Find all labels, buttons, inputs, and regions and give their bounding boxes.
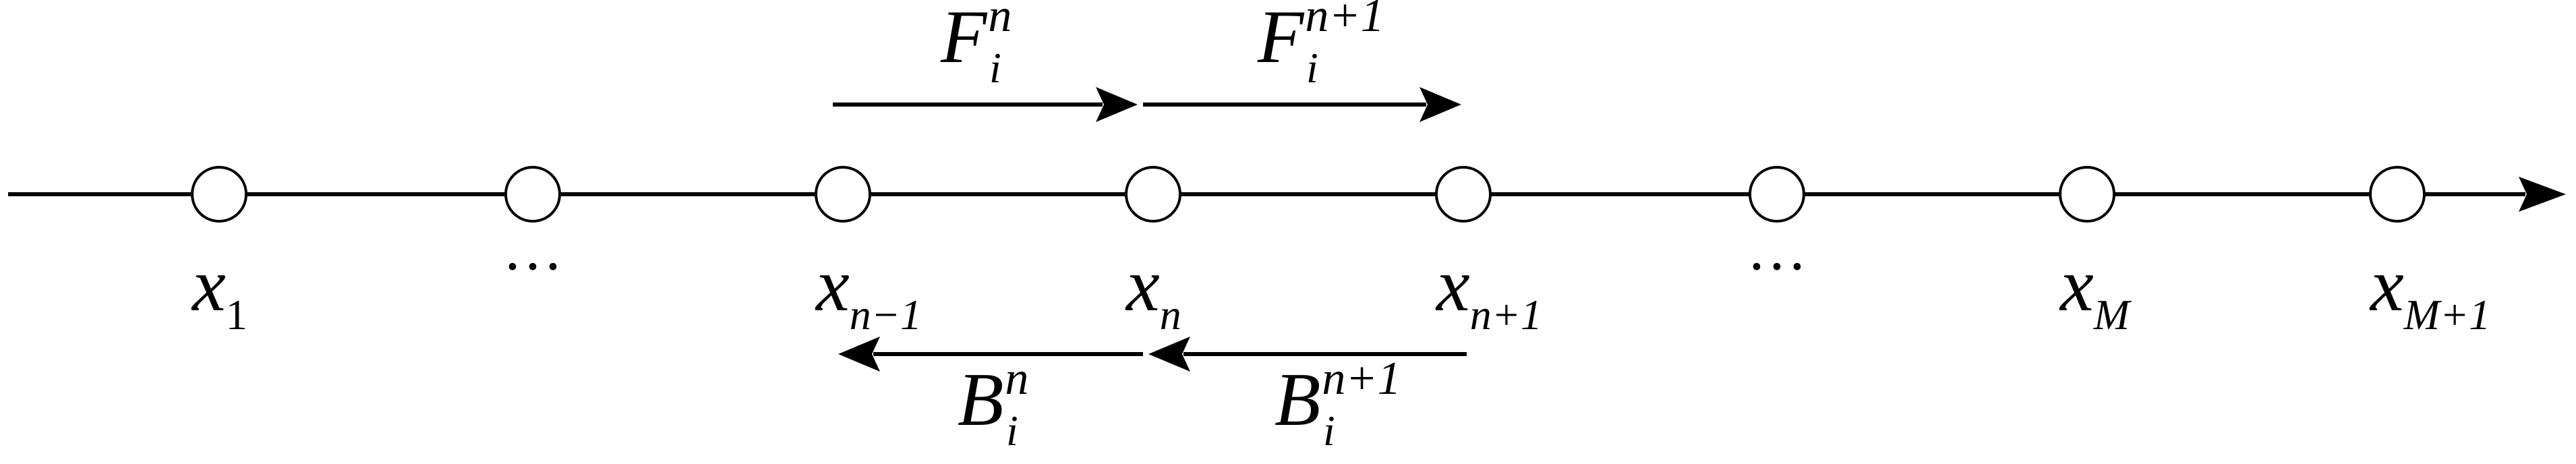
axis-arrow-icon <box>2519 177 2566 212</box>
forward-flux-2-label-subscript: i <box>1306 44 1318 92</box>
node-label-8: xM+1 <box>2369 243 2490 339</box>
node-label-5: xn+1 <box>1435 243 1542 339</box>
forward-flux-2-label-superscript: n+1 <box>1305 0 1384 42</box>
grid-node-5 <box>1435 166 1492 223</box>
node-label-4: xn <box>1125 243 1181 339</box>
forward-flux-1-label-base: F <box>940 0 988 79</box>
forward-flux-1-label: Fn <box>940 0 1012 79</box>
backward-flux-arrow-1-arrowhead-icon <box>838 337 880 372</box>
node-label-base: x <box>1435 243 1470 327</box>
backward-flux-2-label-base: B <box>1275 358 1320 442</box>
node-label-base: x <box>2369 243 2404 327</box>
grid-node-1 <box>191 166 247 223</box>
node-label-subscript: M <box>2093 291 2132 339</box>
node-label-base: x <box>191 243 226 327</box>
node-label-base: x <box>2059 243 2094 327</box>
node-label-subscript: n <box>1160 291 1181 339</box>
forward-flux-1-label-subscript: i <box>989 44 1001 92</box>
forward-flux-1-label-superscript: n <box>988 0 1012 42</box>
node-label-7: xM <box>2059 243 2132 339</box>
grid-node-4 <box>1125 166 1181 223</box>
forward-flux-arrow-1-arrowhead-icon <box>1096 87 1138 122</box>
forward-flux-2-label: Fn+1 <box>1257 0 1384 79</box>
node-label-1: x1 <box>191 243 247 339</box>
node-label-subscript: n+1 <box>1470 291 1542 339</box>
grid-node-8 <box>2369 166 2426 223</box>
grid-node-7 <box>2059 166 2115 223</box>
node-label-subscript: 1 <box>226 291 247 339</box>
grid-node-6 <box>1749 166 1805 223</box>
grid-node-2 <box>504 166 561 223</box>
forward-flux-2-label-base: F <box>1257 0 1305 79</box>
backward-flux-2-label-superscript: n+1 <box>1322 353 1401 405</box>
node-label-3: xn−1 <box>815 243 922 339</box>
backward-flux-1-label-subscript: i <box>1006 407 1018 455</box>
node-label-subscript: M+1 <box>2403 291 2491 339</box>
forward-flux-arrow-2-arrowhead-icon <box>1419 87 1461 122</box>
backward-flux-2-label-subscript: i <box>1323 407 1335 455</box>
node-label-base: x <box>815 243 850 327</box>
ellipsis-label: ··· <box>1747 233 1807 300</box>
ellipsis-label: ··· <box>502 233 563 300</box>
backward-flux-2-label: Bn+1 <box>1275 353 1401 442</box>
backward-flux-1-label: Bn <box>958 353 1028 442</box>
backward-flux-1-label-superscript: n <box>1005 353 1028 405</box>
backward-flux-1-label-base: B <box>958 358 1003 442</box>
backward-flux-arrow-2-arrowhead-icon <box>1148 337 1190 372</box>
grid-node-3 <box>815 166 871 223</box>
node-label-subscript: n−1 <box>850 291 922 339</box>
node-label-base: x <box>1125 243 1160 327</box>
